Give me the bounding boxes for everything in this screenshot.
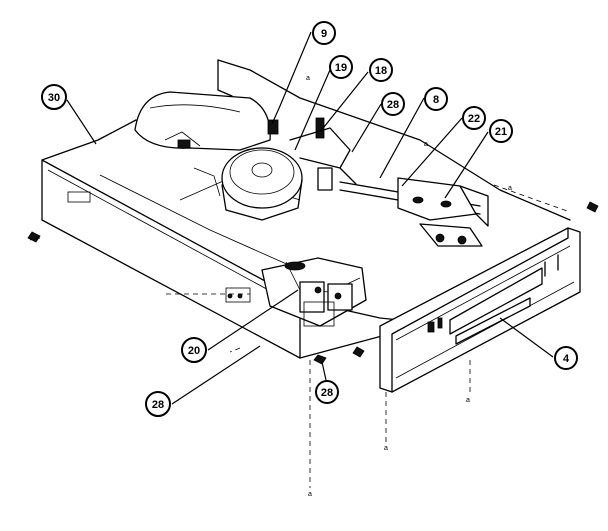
svg-text:21: 21 <box>495 126 507 138</box>
leader-lines <box>66 31 554 405</box>
callout-18: 18 <box>369 58 393 82</box>
callout-28-top: 28 <box>381 92 405 116</box>
rail-mechanism <box>339 177 489 247</box>
svg-text:28: 28 <box>321 387 333 399</box>
svg-text:19: 19 <box>335 62 347 74</box>
svg-text:18: 18 <box>375 65 387 77</box>
screws <box>27 201 599 365</box>
reference-marks: a a a a a a <box>306 75 512 498</box>
svg-text:30: 30 <box>48 92 60 104</box>
callout-30: 30 <box>41 84 67 110</box>
svg-text:28: 28 <box>152 399 164 411</box>
callout-19: 19 <box>329 55 353 79</box>
callout-28-bottom: 28 <box>315 380 339 404</box>
callout-22: 22 <box>462 106 486 130</box>
callout-8: 8 <box>424 87 448 111</box>
ref-mark: a <box>508 185 512 192</box>
front-panel <box>379 227 581 393</box>
head-drum-assembly <box>134 91 357 221</box>
ref-mark: a <box>384 445 388 452</box>
callout-9: 9 <box>312 21 336 45</box>
callout-4: 4 <box>554 346 578 370</box>
motor-assembly <box>261 257 367 327</box>
ref-mark: a <box>424 141 428 148</box>
ref-mark: a <box>466 397 470 404</box>
callout-20: 20 <box>181 337 207 363</box>
callout-21: 21 <box>489 119 513 143</box>
svg-text:20: 20 <box>188 345 200 357</box>
svg-text:4: 4 <box>563 353 570 365</box>
ref-mark: a <box>306 75 310 82</box>
alignment-lines <box>29 184 571 488</box>
ref-mark: a <box>308 491 312 498</box>
svg-text:22: 22 <box>468 113 480 125</box>
chassis <box>41 59 571 359</box>
svg-text:8: 8 <box>433 94 439 106</box>
callout-28-left: 28 <box>145 391 171 417</box>
svg-text:28: 28 <box>387 99 399 111</box>
svg-text:9: 9 <box>321 28 327 40</box>
